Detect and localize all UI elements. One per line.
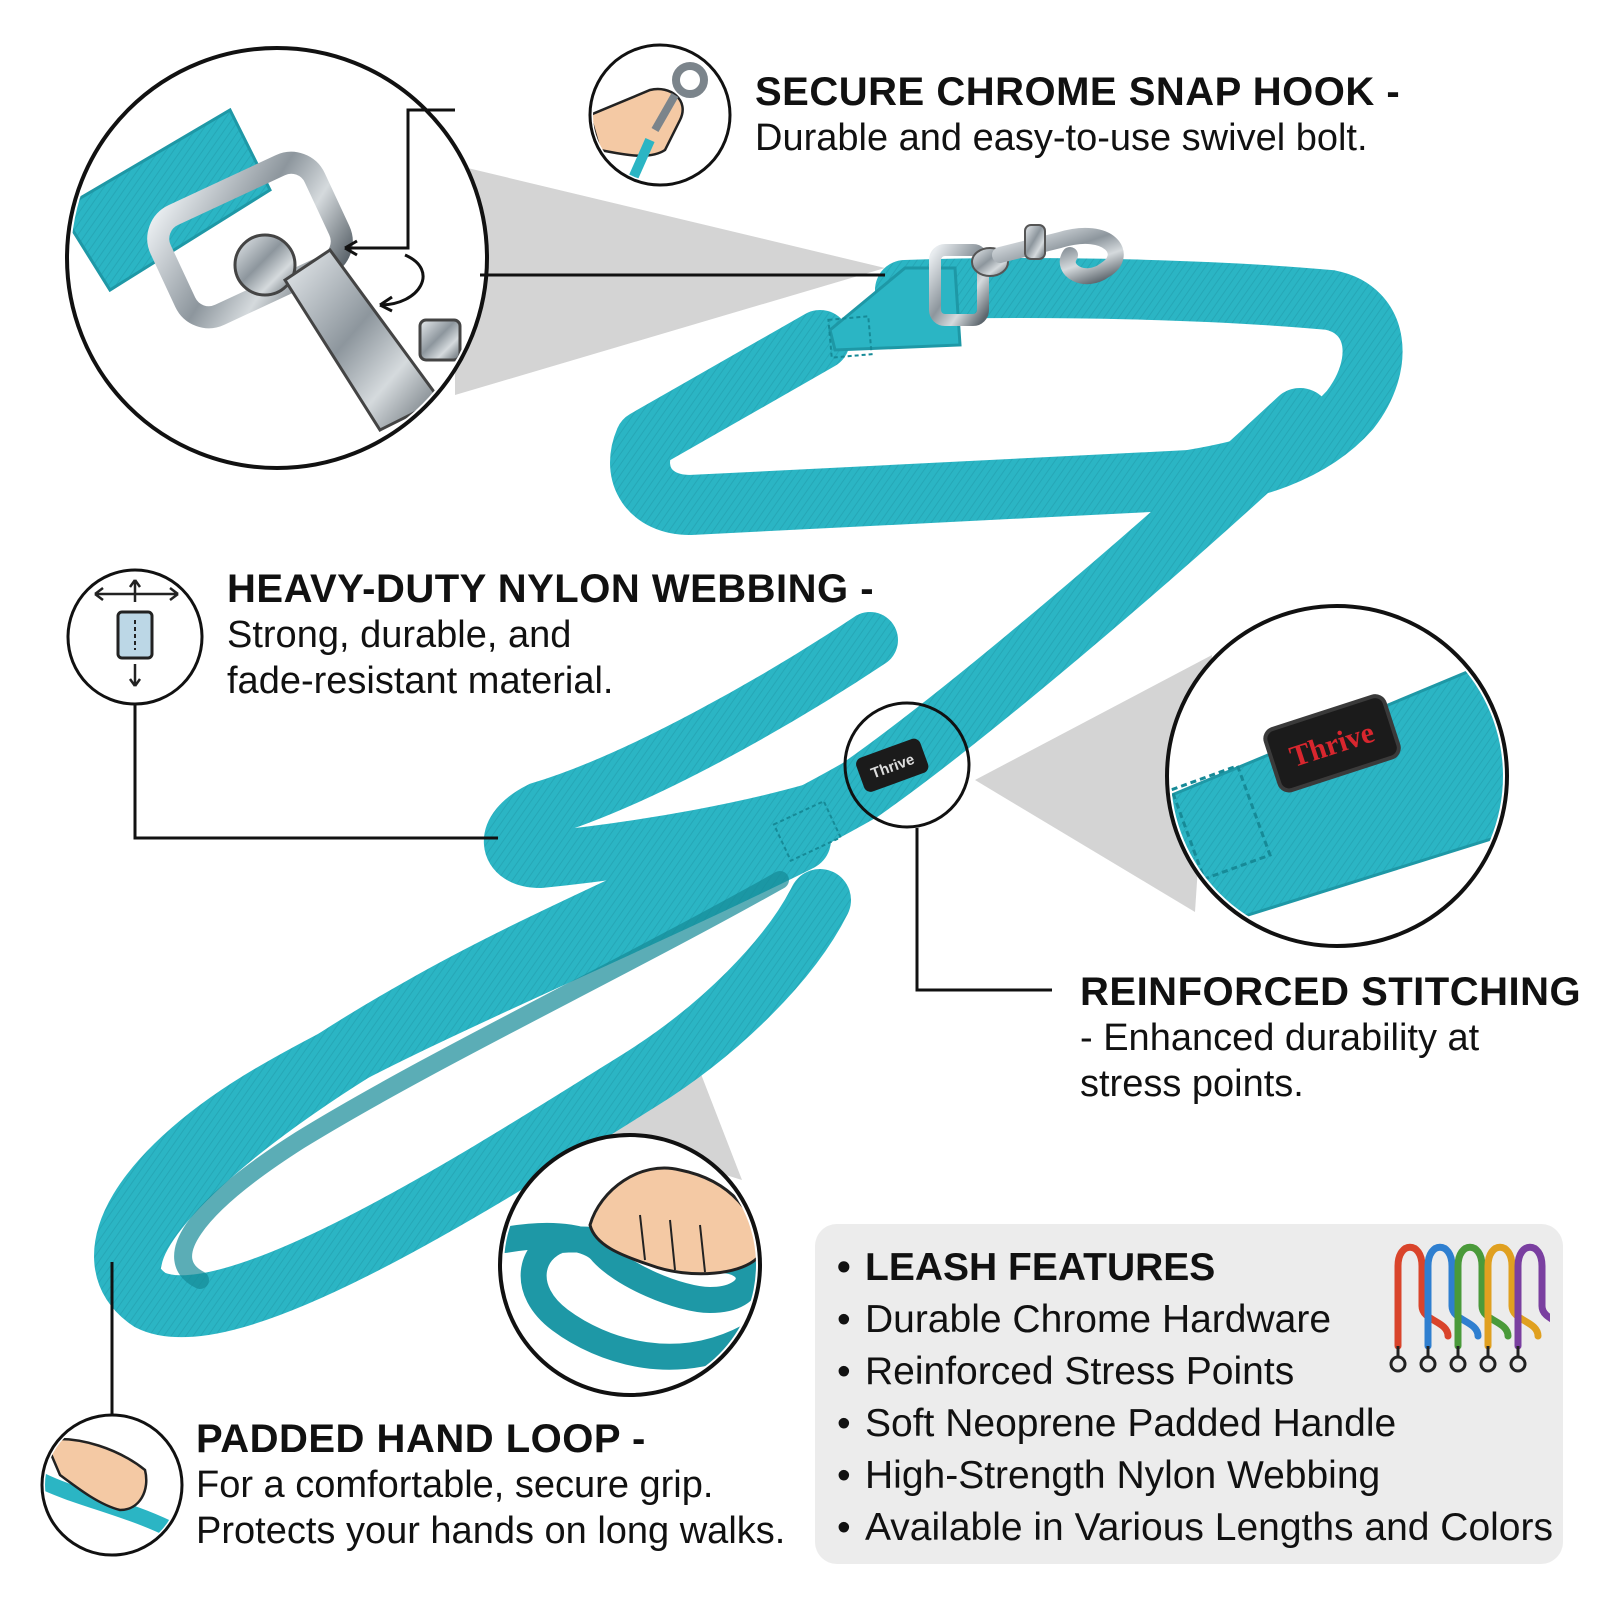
hand-holding-hook-icon xyxy=(588,43,732,187)
hand-gripping-loop-icon xyxy=(498,1133,762,1397)
mini-hook xyxy=(1509,1355,1527,1373)
stitch-callout-wedge xyxy=(975,655,1212,912)
mini-leash xyxy=(1424,1243,1482,1350)
mini-leash xyxy=(1394,1243,1452,1350)
webbing-title: HEAVY-DUTY NYLON WEBBING - xyxy=(227,567,875,611)
features-heading: •LEASH FEATURES xyxy=(837,1246,1216,1289)
stitch-marker-circle xyxy=(843,701,971,829)
feature-item: •High-Strength Nylon Webbing xyxy=(837,1454,1381,1497)
hook-zoom-circle xyxy=(65,46,885,470)
feature-item: •Reinforced Stress Points xyxy=(837,1350,1295,1393)
stitching-title: REINFORCED STITCHING xyxy=(1080,970,1582,1014)
hand-loop-caption: PADDED HAND LOOP - For a comfortable, se… xyxy=(196,1415,785,1554)
hand-loop-desc-line-1: For a comfortable, secure grip. xyxy=(196,1464,714,1506)
mini-leash xyxy=(1484,1243,1542,1350)
feature-item: •Soft Neoprene Padded Handle xyxy=(837,1402,1397,1445)
mini-hook xyxy=(1389,1355,1407,1373)
feature-item: •Durable Chrome Hardware xyxy=(837,1298,1332,1341)
hand-loop-desc-line-2: Protects your hands on long walks. xyxy=(196,1509,786,1552)
snap-hook xyxy=(929,224,1124,326)
stretch-arrows-icon xyxy=(66,568,204,706)
leash-features-box: •LEASH FEATURES •Durable Chrome Hardware… xyxy=(815,1224,1563,1564)
stitching-caption: REINFORCED STITCHING - Enhanced durabili… xyxy=(1080,968,1581,1107)
snap-hook-title: SECURE CHROME SNAP HOOK - xyxy=(755,70,1401,114)
mini-leash xyxy=(1454,1243,1512,1350)
feature-item: •Available in Various Lengths and Colors xyxy=(837,1506,1553,1549)
stitching-desc-line-2: stress points. xyxy=(1080,1062,1304,1105)
features-list: •LEASH FEATURES •Durable Chrome Hardware… xyxy=(815,1224,1563,1554)
webbing-caption: HEAVY-DUTY NYLON WEBBING - Strong, durab… xyxy=(227,565,874,704)
hand-loop-title: PADDED HAND LOOP - xyxy=(196,1417,646,1461)
mini-leash xyxy=(1514,1243,1550,1350)
mini-hook xyxy=(1419,1355,1437,1373)
mini-hook xyxy=(1479,1355,1497,1373)
hook-callout-wedge xyxy=(455,165,885,395)
webbing-desc-line-2: fade-resistant material. xyxy=(227,659,614,702)
hand-on-loop-icon xyxy=(40,1413,184,1557)
mini-hook xyxy=(1449,1355,1467,1373)
stitching-desc-line-1: - Enhanced durability at xyxy=(1080,1017,1480,1059)
webbing-desc-line-1: Strong, durable, and xyxy=(227,614,572,656)
snap-hook-desc: Durable and easy-to-use swivel bolt. xyxy=(755,117,1368,159)
stitching-zoom-circle: Thrive xyxy=(1165,604,1509,948)
colored-leashes-icon xyxy=(1389,1243,1550,1373)
brand-tag: Thrive xyxy=(856,738,929,792)
snap-hook-caption: SECURE CHROME SNAP HOOK - Durable and ea… xyxy=(755,68,1400,162)
leash xyxy=(94,258,1403,1338)
